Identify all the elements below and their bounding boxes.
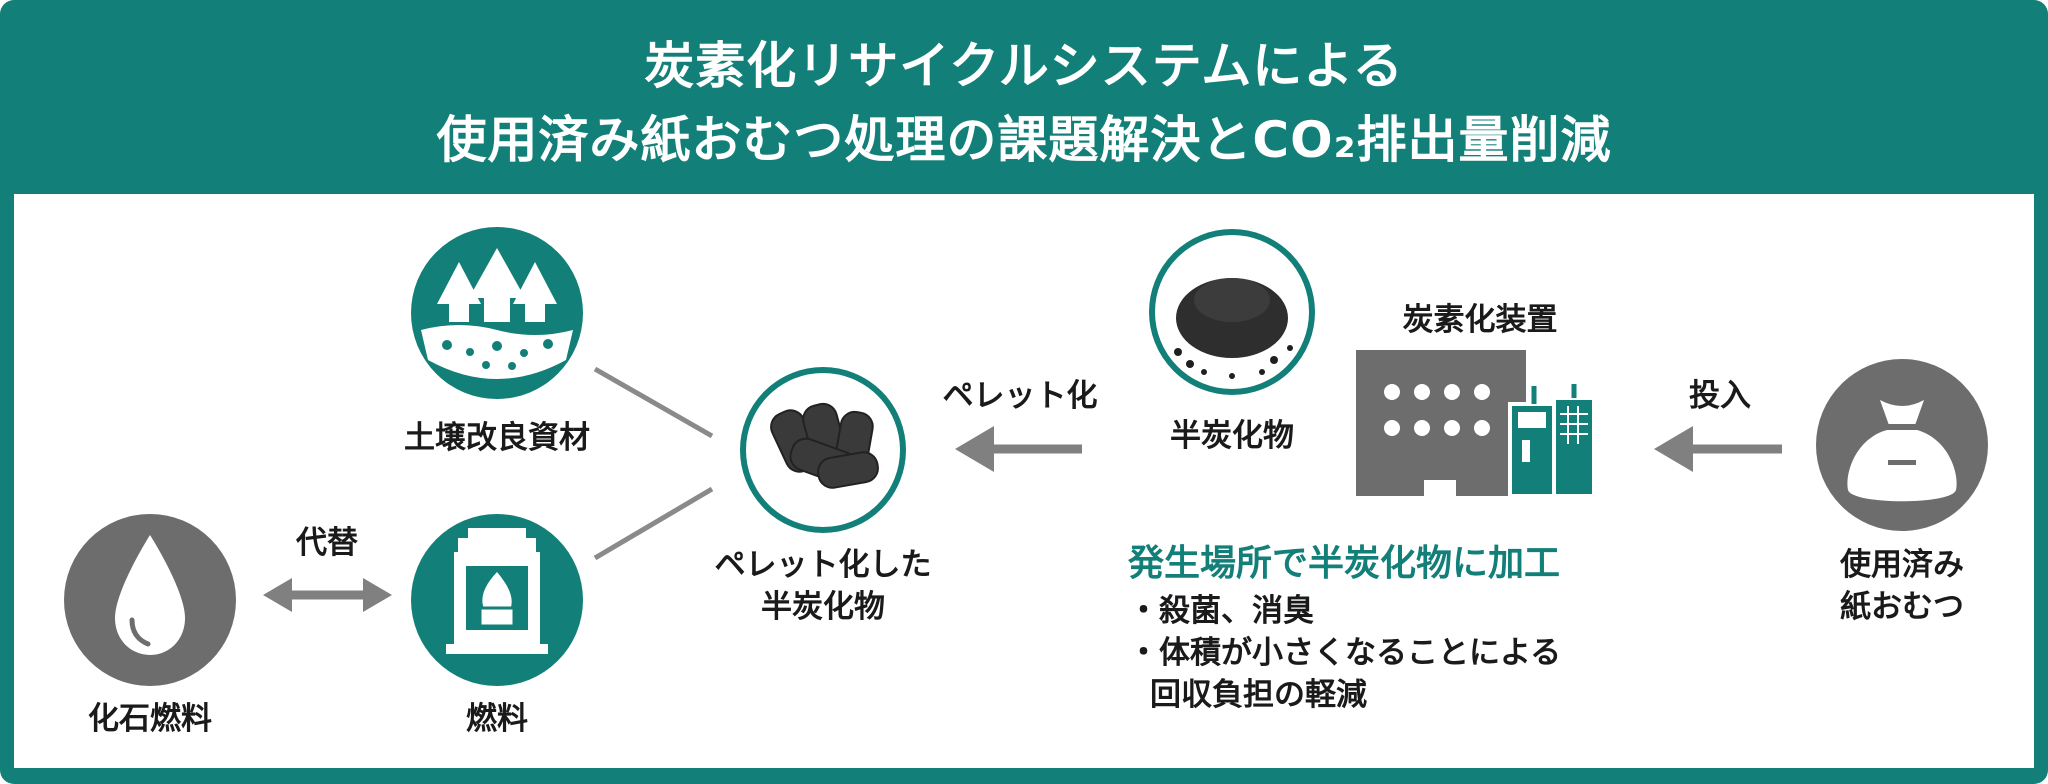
fuel-label: 燃料 bbox=[466, 701, 528, 737]
diaper-label-line2: 紙おむつ bbox=[1840, 589, 1964, 625]
pellet-label-line2: 半炭化物 bbox=[761, 589, 885, 625]
soil-improvement-label: 土壌改良資材 bbox=[404, 420, 590, 456]
pellet-icon bbox=[740, 367, 906, 533]
fuel-stove-icon bbox=[411, 514, 583, 686]
process-bullets: ・殺菌、消臭 ・体積が小さくなることによる 回収負担の軽減 bbox=[1128, 590, 1561, 716]
content-panel bbox=[14, 194, 2034, 768]
carbonization-device-icon bbox=[1356, 350, 1596, 498]
title-line-2: 使用済み紙おむつ処理の課題解決とCO₂排出量削減 bbox=[436, 111, 1612, 169]
pellet-label: ペレット化した 半炭化物 bbox=[693, 544, 953, 628]
substitute-label: 代替 bbox=[296, 525, 358, 561]
diaper-label: 使用済み 紙おむつ bbox=[1802, 544, 2002, 628]
semi-carbide-granules-icon bbox=[1149, 229, 1315, 395]
diaper-bag-icon bbox=[1816, 359, 1988, 531]
diaper-label-line1: 使用済み bbox=[1840, 547, 1964, 583]
bullet-sterilize: ・殺菌、消臭 bbox=[1128, 593, 1314, 629]
connector-soil-line bbox=[593, 366, 714, 439]
soil-trees-icon bbox=[411, 227, 583, 399]
process-heading: 発生場所で半炭化物に加工 bbox=[1128, 543, 1561, 584]
input-label: 投入 bbox=[1689, 378, 1751, 414]
header: 炭素化リサイクルシステムによる 使用済み紙おむつ処理の課題解決とCO₂排出量削減 bbox=[0, 0, 2048, 190]
pelletize-label: ペレット化 bbox=[942, 378, 1098, 414]
fossil-fuel-drop-icon bbox=[64, 514, 236, 686]
input-arrow-icon bbox=[1654, 426, 1782, 472]
pellet-label-line1: ペレット化した bbox=[714, 547, 932, 583]
bullet-volume-line1: ・体積が小さくなることによる bbox=[1128, 635, 1562, 671]
substitute-double-arrow-icon bbox=[263, 578, 392, 612]
device-label: 炭素化装置 bbox=[1402, 302, 1558, 338]
title-line-1: 炭素化リサイクルシステムによる bbox=[644, 37, 1404, 95]
pelletize-arrow-icon bbox=[955, 426, 1082, 472]
fossil-fuel-label: 化石燃料 bbox=[88, 701, 212, 737]
semi-carbide-label: 半炭化物 bbox=[1170, 418, 1294, 454]
bullet-volume-line2: 回収負担の軽減 bbox=[1150, 677, 1367, 713]
connector-fuel-line bbox=[593, 486, 714, 561]
